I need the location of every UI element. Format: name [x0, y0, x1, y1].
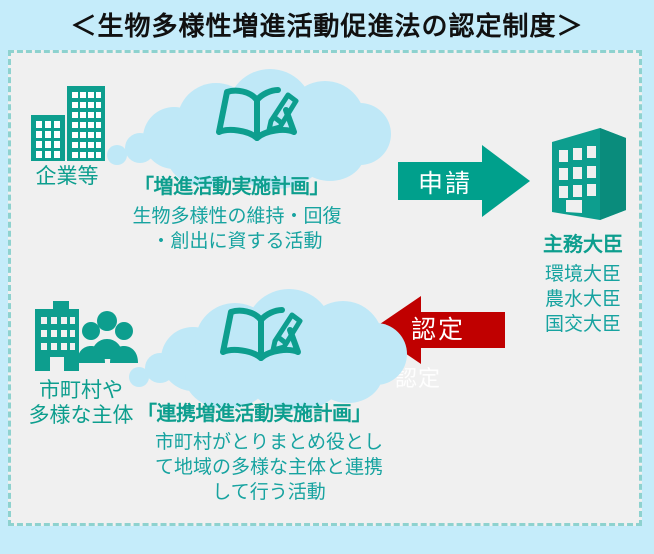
diagram-panel: 企業等 「増進活動実施計画」 生物多様性の維持・回復 ・創出に: [8, 50, 642, 526]
open-book-pencil-icon: [220, 307, 303, 361]
authority-member-2: 農水大臣: [544, 289, 621, 310]
authority-member-1: 環境大臣: [544, 264, 621, 285]
city-hall-and-people-icon: [35, 301, 138, 371]
plan-desc-top-line2: ・創出に資する活動: [151, 231, 323, 252]
ministry-building: [538, 126, 630, 227]
arrow-label-application: 申請: [418, 170, 473, 198]
company-icons-group: [29, 83, 107, 168]
title-bar: ＜生物多様性増進活動促進法の認定制度＞: [0, 0, 654, 48]
book-pencil-icon-bottom: [218, 300, 304, 379]
actor-label-municipality-line2: 多様な主体: [28, 404, 134, 427]
government-building-3d-icon: [552, 128, 626, 220]
plan-title-top: 「増進活動実施計画」: [134, 176, 330, 198]
plan-desc-bottom-line1: 市町村がとりまとめ役とし: [154, 432, 383, 453]
open-book-pencil-icon: [216, 87, 299, 141]
book-pencil-icon-top: [214, 80, 300, 159]
actor-label-companies: 企業等: [35, 165, 99, 188]
actor-label-municipality-line1: 市町村や: [39, 379, 123, 402]
plan-desc-top-line1: 生物多様性の維持・回復: [132, 206, 342, 227]
arrow-label-certification: 認定: [411, 316, 466, 344]
office-buildings-icon: [31, 86, 105, 161]
authority-title: 主務大臣: [543, 234, 623, 256]
plan-desc-bottom-line3: して行う活動: [212, 482, 326, 503]
arrow-right-icon: [398, 145, 530, 217]
arrow-application: 申請: [398, 145, 530, 217]
plan-title-bottom: 「連携増進活動実施計画」: [137, 403, 372, 425]
plan-desc-bottom-line2: て地域の多様な主体と連携: [154, 457, 383, 478]
authority-member-3: 国交大臣: [544, 314, 621, 335]
page-title: ＜生物多様性増進活動促進法の認定制度＞: [70, 10, 584, 41]
arrow-label-certification-ghost: 認定: [395, 366, 442, 391]
municipality-icons-group: [31, 301, 151, 378]
